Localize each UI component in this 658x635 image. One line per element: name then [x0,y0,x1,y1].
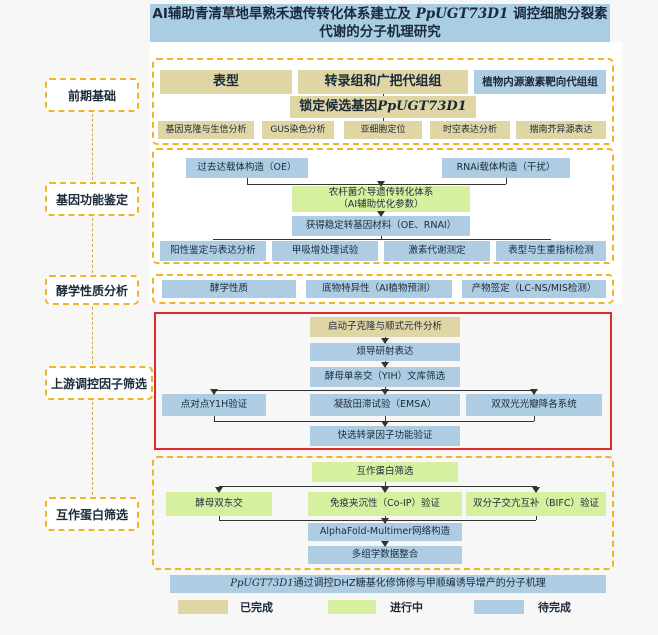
legend-swatch-pending [474,600,524,614]
side-connector [92,307,93,364]
gene-func-item-3: 表型与生重指标检测 [496,241,606,261]
p2p-y1h-box: 点对点Y1H验证 [162,394,266,416]
phenotype-box: 表型 [160,70,292,94]
basis-item-1: GUS染色分析 [262,121,334,139]
alphafold-box: AlphaFold-Multimer网络构造 [308,523,462,541]
legend-swatch-progress [328,600,376,614]
yeast-expression-box: 烦导研射表达 [310,343,460,361]
gene-func-item-0: 阳性鉴定与表达分析 [160,241,266,261]
section-label-gene-function: 基因功能鉴定 [45,182,139,216]
basis-item-0: 基因克隆与生信分析 [158,121,254,139]
stable-material-box: 获得稳定转基因材料（OE、RNAI） [292,216,470,236]
protein-screen-box: 互作蛋白筛选 [312,462,458,482]
basis-item-2: 亚细胞定位 [344,121,422,139]
enzyme-item-2: 产物签定（LC-NS/MIS检测） [462,280,606,298]
legend-label-done: 已完成 [240,601,273,614]
legend-label-progress: 进行中 [390,601,423,614]
main-title: AI辅助青清草地旱熟禾遗传转化体系建立及 PpUGT73D1 调控细胞分裂素 代… [150,4,610,42]
oe-vector-box: 过去达载体构造（OE） [186,158,308,178]
multi-omics-box: 多组学数据整合 [308,546,462,564]
side-connector [92,402,93,495]
enzyme-frame [152,274,614,304]
coip-box: 免疫夹沉性（Co-IP）验证 [308,492,462,516]
rnai-vector-box: RNAi载体构造（干扰） [442,158,570,178]
section-label-upstream: 上游调控因子筛选 [45,366,153,400]
hormone-box: 植物内源激素靶向代组组 [474,70,606,94]
basis-item-4: 揣南芥异源表达 [516,121,606,139]
section-label-interaction: 互作蛋白筛选 [45,497,139,531]
promoter-box: 启动子克隆与顺式元件分析 [310,317,460,337]
agrobacterium-box: 农杆菌介导遗传转化体系（AI辅助优化参数） [292,186,470,212]
title-line-1: AI辅助青清草地旱熟禾遗传转化体系建立及 PpUGT73D1 调控细胞分裂素 [152,6,608,22]
emsa-box: 凝敌田滞试验（EMSA） [310,394,460,416]
gene-function-frame [152,148,614,264]
title-line-2: 代谢的分子机理研究 [319,24,441,40]
legend-swatch-done [178,600,228,614]
basis-frame [152,58,614,145]
enzyme-item-0: 酵学性质 [162,280,296,298]
side-connector [92,218,93,273]
bifc-box: 双分子交亢互补（BIFC）验证 [466,492,606,516]
legend-label-pending: 待完成 [538,601,571,614]
y1h-library-box: 酵母单亲交（YIH）文库筛选 [310,367,460,387]
transcriptome-box: 转录组和广把代组组 [298,70,468,94]
section-label-enzyme: 酵学性质分析 [45,275,139,305]
upstream-highlight-frame [154,312,612,450]
gene-func-item-1: 甲吸增处理试验 [272,241,378,261]
enzyme-item-1: 底物特异性（AI植物预测） [306,280,452,298]
side-connector [92,114,93,180]
dual-luciferase-box: 双双光光瓣降各系统 [466,394,602,416]
tf-validation-box: 快选转录因子功能验证 [310,426,460,446]
y2h-box: 酵母双东交 [166,492,272,516]
basis-item-3: 时空表达分析 [430,121,510,139]
interaction-frame [152,456,614,570]
section-label-basis: 前期基础 [45,78,139,112]
gene-func-item-2: 激素代谢测定 [384,241,490,261]
